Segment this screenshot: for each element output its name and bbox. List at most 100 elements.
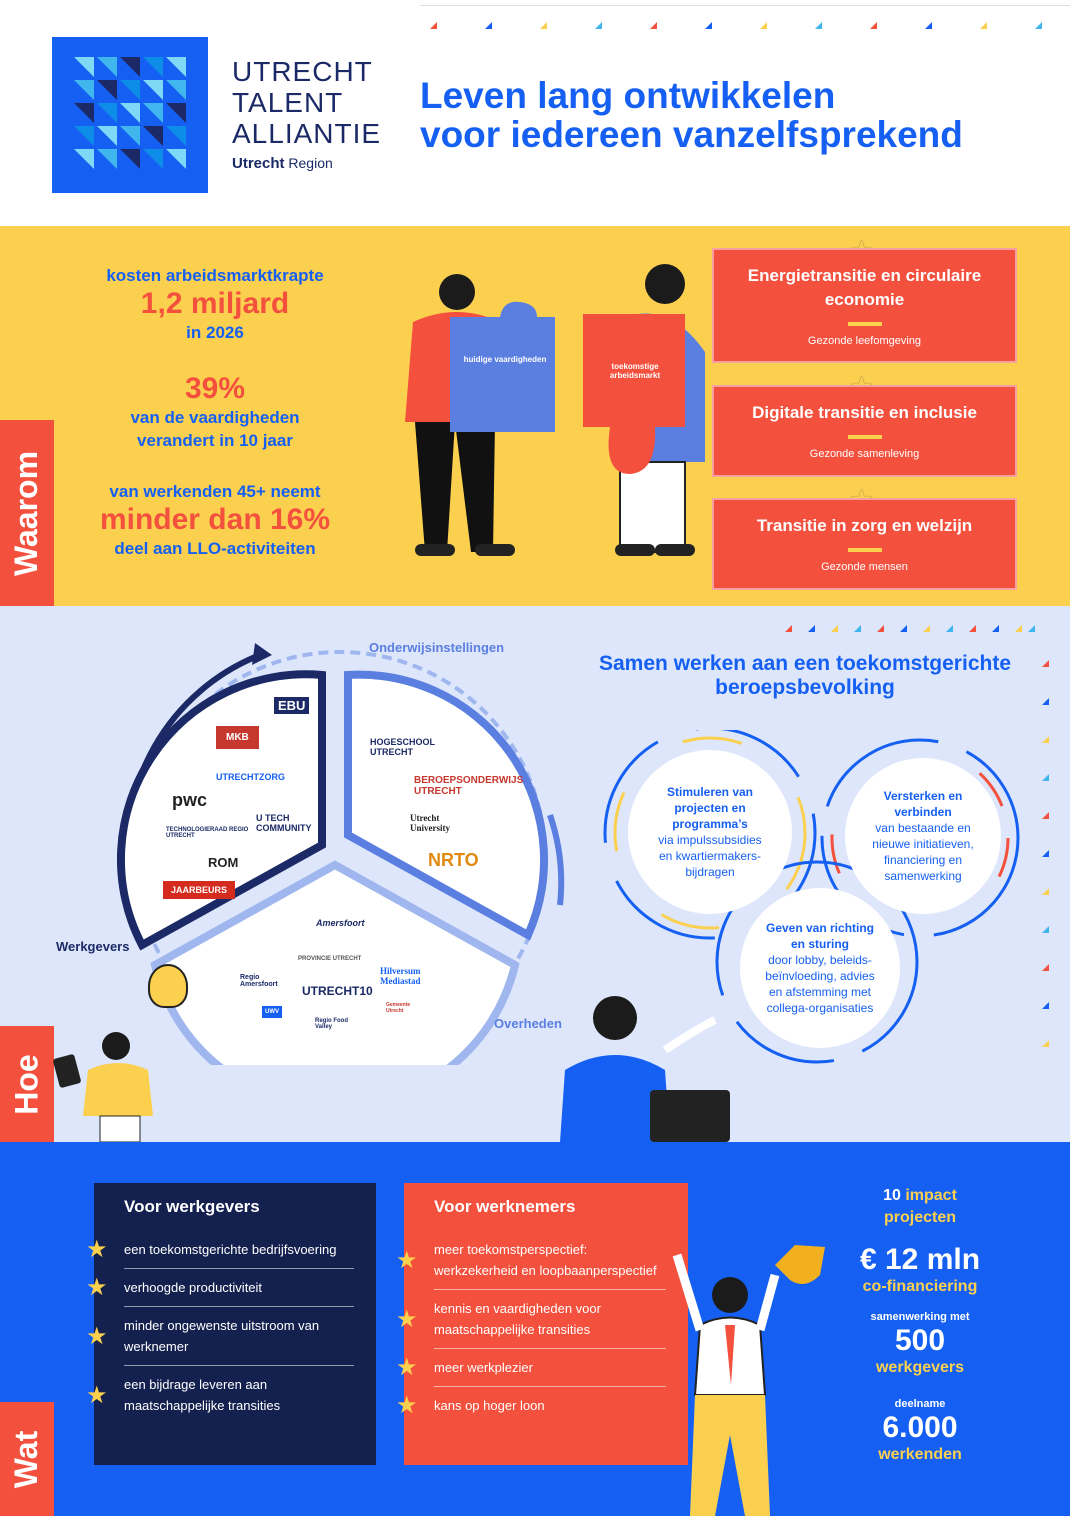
- confetti-icon: [595, 22, 602, 29]
- card-title: Transitie in zorg en welzijn: [756, 516, 973, 535]
- confetti-icon: [808, 625, 815, 632]
- confetti-icon: [925, 22, 932, 29]
- confetti-icon: [870, 22, 877, 29]
- stat-kosten: kosten arbeidsmarktkrapte 1,2 miljard in…: [70, 264, 360, 344]
- tab-wat-label: Wat: [8, 1430, 45, 1488]
- list-item-text: een toekomstgerichte bedrijfsvoering: [124, 1242, 337, 1257]
- woman-shoe-icon: [655, 544, 695, 556]
- woman-laptop-illustration: [560, 996, 730, 1142]
- stat-werkenden: van werkenden 45+ neemt minder dan 16% d…: [70, 480, 360, 560]
- logo-triangle: [166, 126, 186, 146]
- kpi-projecten-label2: projecten: [883, 1209, 956, 1226]
- tab-waarom: Waarom: [0, 420, 54, 606]
- label-werkgevers: Werkgevers: [56, 939, 130, 954]
- logo-triangle: [166, 80, 186, 100]
- panel-werkgevers-title: Voor werkgevers: [124, 1197, 260, 1216]
- logo-triangle: [166, 149, 186, 169]
- logo-triangle: [97, 149, 117, 169]
- list-item: ★kans op hoger loon: [396, 1392, 545, 1419]
- man-head-icon: [439, 274, 475, 310]
- stat-werkenden-top: van werkenden 45+ neemt: [109, 482, 321, 501]
- kpi-werkgevers-value: 500: [894, 1324, 946, 1357]
- trophy-icon: [775, 1245, 825, 1284]
- org-logo: Amersfoort: [316, 918, 365, 928]
- bubble-versterken: Versterken en verbinden van bestaande en…: [845, 758, 1001, 914]
- confetti-icon: [1042, 736, 1049, 743]
- org-logo: UTRECHTZORG: [216, 772, 285, 782]
- list-item-text: meer werkplezier: [434, 1360, 533, 1375]
- confetti-icon: [1042, 660, 1049, 667]
- panel-werknemers: Voor werknemers ★meer toekomstperspectie…: [396, 1183, 688, 1465]
- confetti-icon: [485, 22, 492, 29]
- bubble-title: Geven van richting en sturing: [765, 921, 875, 951]
- kpi-werkenden-value: 6.000: [882, 1411, 958, 1444]
- org-logo: U TECH COMMUNITY: [256, 813, 312, 833]
- logo-triangle: [74, 126, 94, 146]
- bubble-rings: [603, 730, 1020, 1064]
- kpi-projecten: 10 impact projecten: [835, 1185, 1005, 1229]
- stat-vaardigheden-value: 39%: [184, 372, 246, 405]
- triangle-wheel-diagram: [116, 643, 565, 1065]
- region-bold: Utrecht: [232, 155, 285, 172]
- card-title: Digitale transitie en inclusie: [752, 403, 977, 422]
- list-item: ★verhoogde productiviteit: [86, 1269, 354, 1307]
- stat-kosten-bottom: in 2026: [186, 323, 244, 342]
- logo-triangles-icon: [74, 57, 186, 169]
- logo-triangle: [97, 103, 117, 123]
- logo-triangle: [120, 126, 140, 146]
- puzzle-piece-red-icon: [583, 314, 685, 474]
- confetti-icon: [705, 22, 712, 29]
- confetti-icon: [831, 625, 838, 632]
- kpi-financiering-value: € 12 mln: [859, 1243, 981, 1276]
- confetti-icon: [969, 625, 976, 632]
- kpi-financiering-label: co-financiering: [862, 1278, 978, 1295]
- confetti-icon: [815, 22, 822, 29]
- confetti-icon: [946, 625, 953, 632]
- card-title: Energietransitie en circulaire economie: [747, 266, 982, 309]
- confetti-icon: [540, 22, 547, 29]
- confetti-icon: [1042, 812, 1049, 819]
- logo-triangle: [74, 103, 94, 123]
- list-item-text: een bijdrage leveren aan maatschappelijk…: [124, 1377, 281, 1413]
- confetti-icon: [1035, 22, 1042, 29]
- org-logo: MKB: [216, 726, 259, 749]
- logo-triangle: [74, 57, 94, 77]
- logo-line-2: TALENT: [232, 87, 344, 118]
- logo-triangle: [143, 80, 163, 100]
- woman-hair-icon: [645, 264, 685, 304]
- kpi-werkenden-label: werkenden: [878, 1446, 962, 1463]
- card-subtitle: Gezonde leefomgeving: [807, 335, 922, 347]
- kpi-werkenden: deelname 6.000 werkenden: [835, 1398, 1005, 1464]
- arrow-head-icon: [252, 643, 272, 665]
- segment-overheden: [150, 860, 520, 1065]
- org-logo: EBU: [274, 697, 310, 714]
- confetti-icon: [760, 22, 767, 29]
- stat-werkenden-value: minder dan 16%: [99, 503, 331, 536]
- confetti-icon: [1015, 625, 1022, 632]
- wheel-arrow-blue: [547, 814, 565, 906]
- list-item: ★kennis en vaardigheden voor maatschappe…: [396, 1290, 666, 1349]
- logo-line-3: ALLIANTIE: [232, 118, 382, 149]
- org-logo: BEROEPSONDERWIJS UTRECHT: [414, 775, 524, 797]
- bubble-text: door lobby, beleids-beïnvloeding, advies…: [765, 953, 875, 1015]
- confetti-icon: [1042, 888, 1049, 895]
- confetti-icon: [650, 22, 657, 29]
- logo-triangle: [97, 80, 117, 100]
- segment-onderwijs: [344, 670, 549, 941]
- logo-triangle: [120, 149, 140, 169]
- list-item: ★een toekomstgerichte bedrijfsvoering: [86, 1231, 354, 1269]
- list-item: ★minder ongewenste uitstroom van werknem…: [86, 1307, 354, 1366]
- transition-card-energie: Energietransitie en circulaire economie …: [712, 248, 1017, 363]
- tab-waarom-label: Waarom: [8, 450, 45, 576]
- puzzle-people-illustration: [405, 264, 705, 556]
- confetti-icon: [430, 22, 437, 29]
- kpi-werkenden-top: deelname: [894, 1398, 946, 1410]
- region-text: Region: [288, 155, 333, 171]
- list-item: ★meer toekomstperspectief: werkzekerheid…: [396, 1231, 666, 1290]
- stat-werkenden-bottom: deel aan LLO-activiteiten: [114, 539, 316, 558]
- org-logo: pwc: [172, 790, 208, 810]
- bubble-title: Versterken en verbinden: [883, 789, 963, 819]
- man-legs-icon: [415, 422, 495, 552]
- org-logo: JAARBEURS: [163, 881, 236, 899]
- confetti-icon: [1042, 1002, 1049, 1009]
